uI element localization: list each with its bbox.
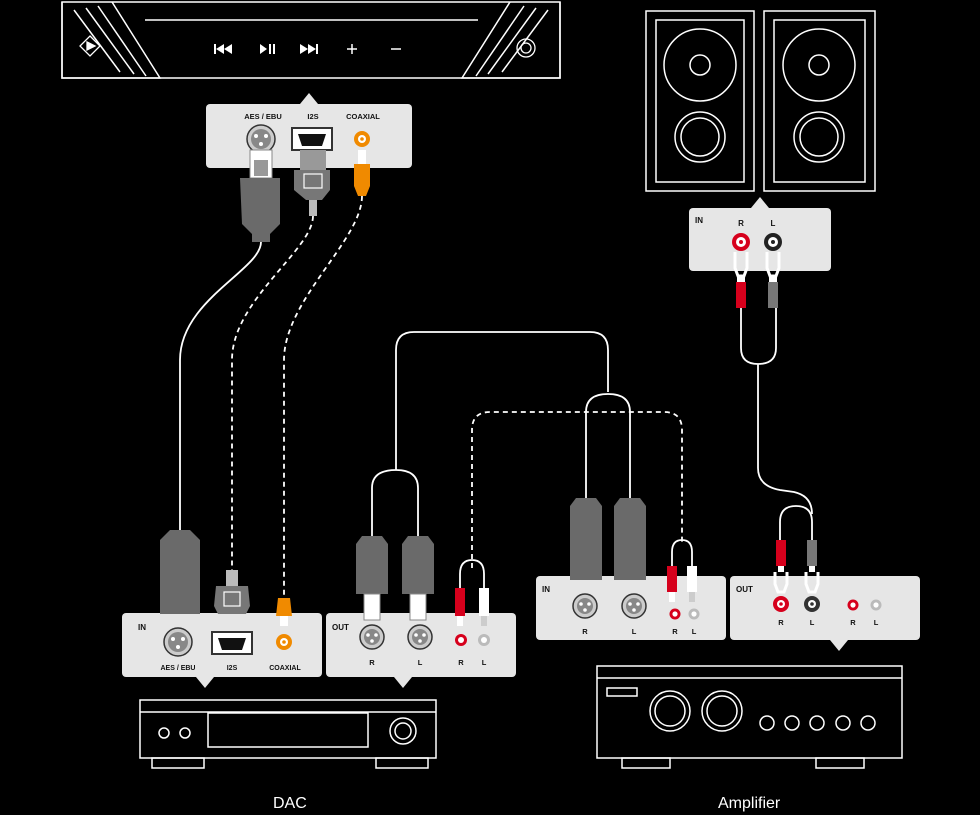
- rca-in-l-port: [688, 608, 700, 620]
- binding-post-black: [764, 233, 782, 251]
- xlr-l-label: L: [418, 658, 423, 667]
- coaxial-label: COAXIAL: [346, 112, 380, 121]
- rca-out-l-port: [478, 634, 490, 646]
- speaker-input-panel: IN R L: [689, 197, 831, 271]
- xlr-out-l-port: [407, 624, 433, 650]
- xlr-r-label: R: [582, 627, 588, 636]
- i2s-port: [291, 127, 333, 151]
- speaker-cable-branch: [779, 505, 813, 540]
- coaxial-plug-bottom: [276, 598, 292, 626]
- rca-l-label: L: [874, 618, 879, 627]
- spk-l-label: L: [810, 618, 815, 627]
- r-label: R: [738, 219, 744, 228]
- dac-device: [139, 699, 437, 769]
- xlr-balanced-cable: [395, 331, 609, 470]
- amplifier-caption: Amplifier: [718, 795, 781, 812]
- l-label: L: [771, 219, 776, 228]
- xlr-split-dac: [371, 469, 419, 536]
- plus-icon: [347, 44, 357, 54]
- next-icon: [300, 44, 318, 54]
- prev-icon: [214, 44, 232, 54]
- aes-plug-top: [240, 149, 280, 242]
- play-pause-icon: [260, 44, 275, 54]
- spade-plugs-amp: [773, 540, 820, 594]
- xlr-port: [246, 124, 276, 154]
- xlr-l-label: L: [632, 627, 637, 636]
- amp-output-panel: OUT R L R L: [730, 576, 920, 651]
- amp-input-panel: IN R L R L: [536, 576, 726, 640]
- xlr-r-label: R: [369, 658, 375, 667]
- speaker-cable: [740, 308, 813, 515]
- i2s-plug-bottom: [214, 570, 250, 614]
- rca-r-label: R: [672, 627, 678, 636]
- i2s-label: I2S: [307, 112, 318, 121]
- aes-label: AES / EBU: [244, 112, 282, 121]
- xlr-in-l-port: [621, 593, 647, 619]
- rca-out-l-port: [870, 599, 882, 611]
- dac-caption: DAC: [273, 795, 307, 812]
- rca-out-r-port: [455, 634, 467, 646]
- rca-r-label: R: [850, 618, 856, 627]
- i2s-label: I2S: [227, 665, 238, 672]
- speaker-left: [763, 10, 876, 192]
- coaxial-label: COAXIAL: [269, 665, 301, 672]
- rca-split-amp: [671, 539, 693, 566]
- in-label: IN: [542, 585, 550, 594]
- rca-l-label: L: [692, 627, 697, 636]
- xlr-split-amp: [585, 393, 631, 498]
- aes-plug-bottom: [160, 530, 200, 614]
- xlr-out-r-port: [359, 624, 385, 650]
- dac-output-panel: OUT R L R L: [326, 613, 516, 688]
- coaxial-port: [354, 131, 370, 147]
- diamond-play-icon: [79, 35, 101, 57]
- transport-device: [61, 1, 561, 79]
- aes-label: AES / EBU: [160, 665, 195, 672]
- rca-l-label: L: [482, 658, 487, 667]
- in-label: IN: [138, 623, 146, 632]
- out-label: OUT: [332, 623, 349, 632]
- xlr-plugs-amp: [570, 498, 646, 580]
- coaxial-port: [276, 634, 292, 650]
- rca-cable: [471, 411, 683, 568]
- i2s-cable: [231, 215, 314, 570]
- amplifier-device: [596, 665, 903, 769]
- dac-input-panel: IN AES / EBU I2S COAXIAL: [122, 613, 322, 688]
- cables: [179, 195, 813, 598]
- rca-in-r-port: [669, 608, 681, 620]
- spk-r-label: R: [778, 618, 784, 627]
- power-knob-icon: [516, 38, 536, 58]
- rca-out-r-port: [847, 599, 859, 611]
- out-label: OUT: [736, 585, 753, 594]
- spade-plug-red-top: [733, 252, 749, 308]
- speaker-right: [645, 10, 755, 192]
- in-label: IN: [695, 216, 703, 225]
- coaxial-cable: [283, 195, 363, 598]
- binding-post-red: [732, 233, 750, 251]
- i2s-plug-top: [294, 150, 330, 216]
- xlr-port: [163, 627, 193, 657]
- xlr-in-r-port: [572, 593, 598, 619]
- i2s-port: [211, 631, 253, 655]
- xlr-plugs-dac: [356, 536, 434, 621]
- rca-split-dac: [459, 559, 485, 588]
- rca-r-label: R: [458, 658, 464, 667]
- rca-plugs-dac: [455, 588, 489, 626]
- coaxial-plug-top: [354, 150, 370, 196]
- aes-cable: [179, 241, 262, 530]
- rca-plugs-amp: [667, 566, 697, 602]
- speaker-out-l-post: [804, 596, 820, 612]
- spade-plug-grey-top: [765, 252, 781, 308]
- speaker-out-r-post: [773, 596, 789, 612]
